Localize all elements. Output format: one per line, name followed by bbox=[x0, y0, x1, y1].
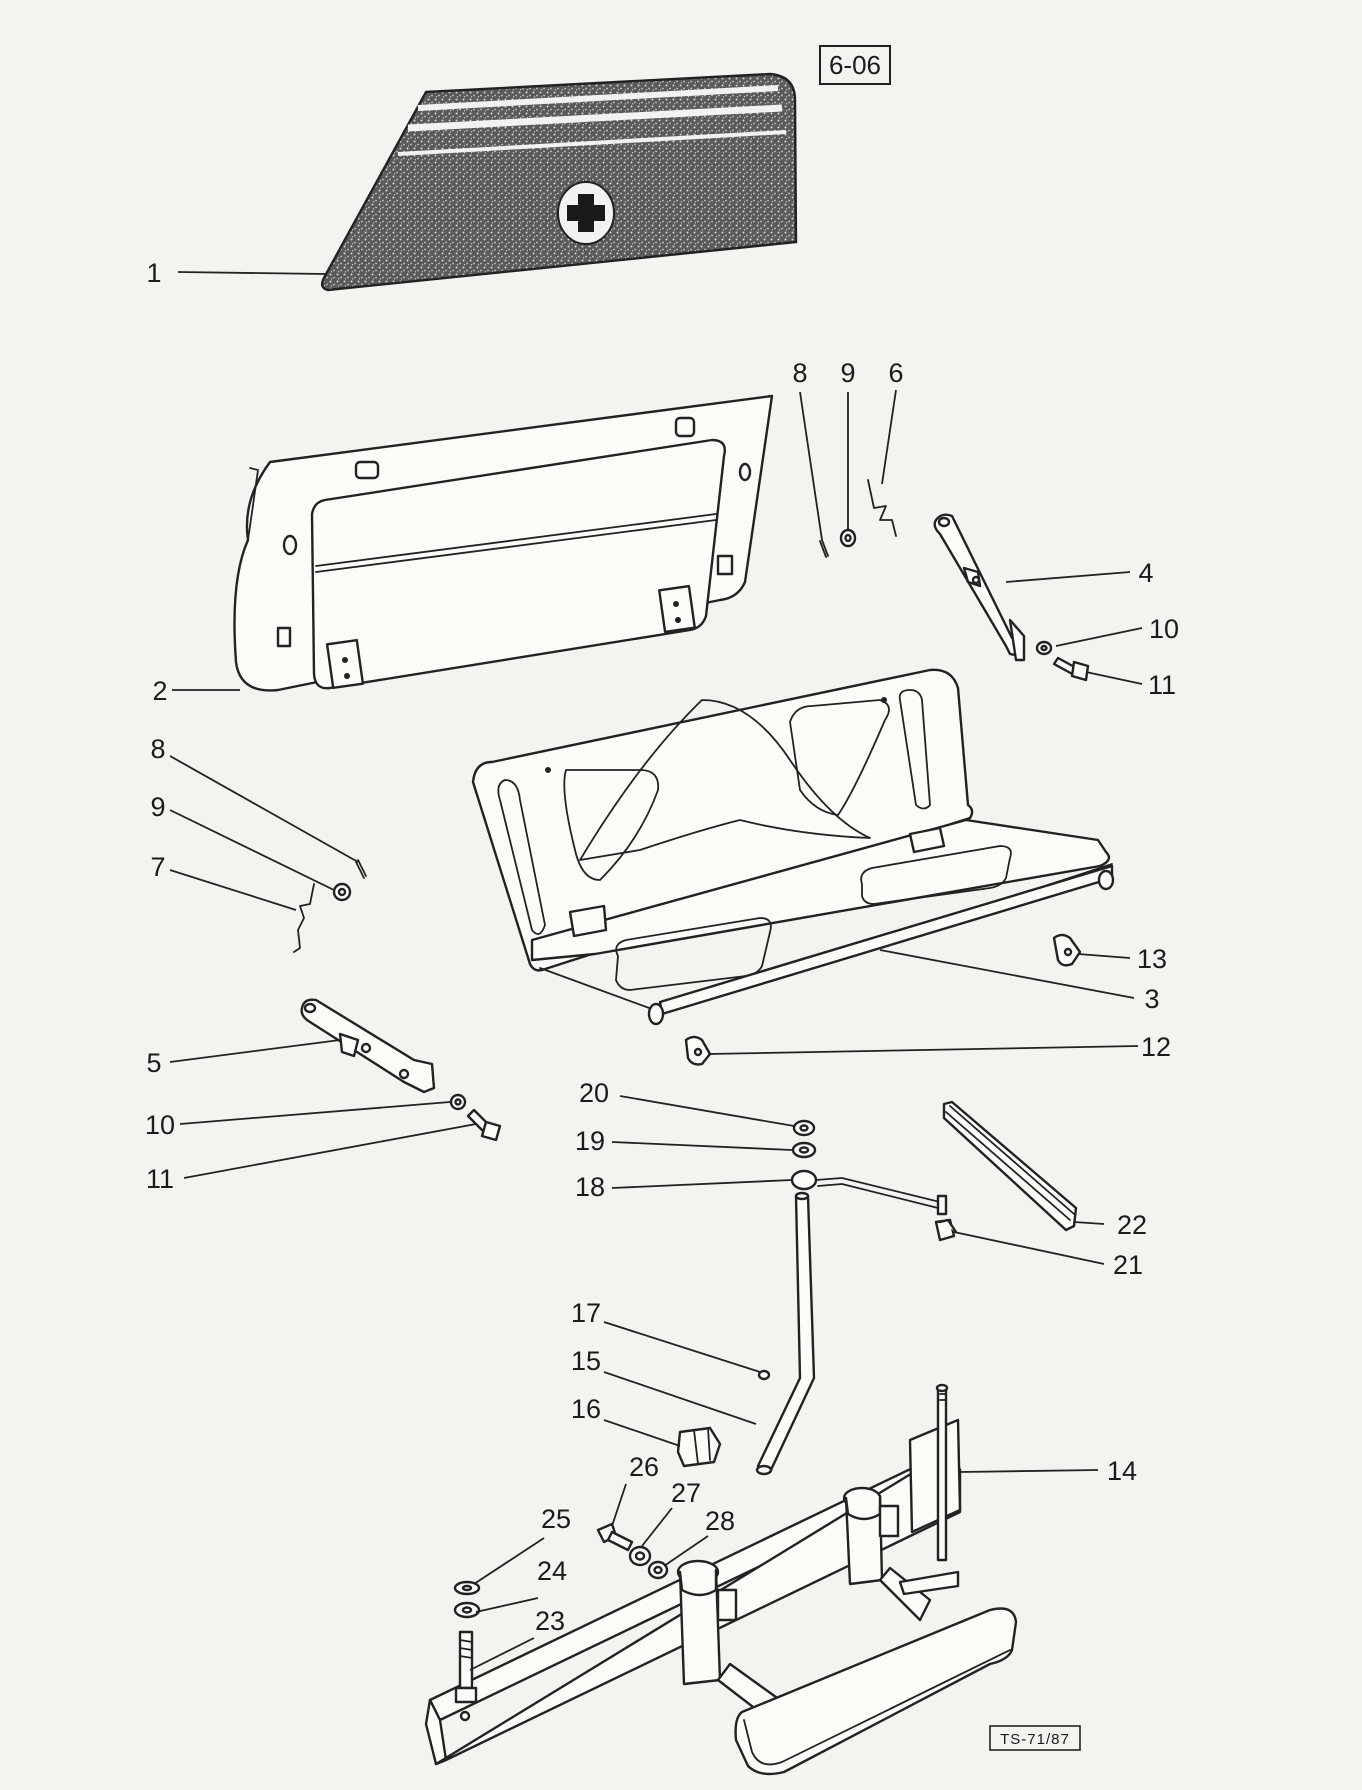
callout-28: 28 bbox=[705, 1506, 735, 1536]
part-5-hinge-bracket bbox=[300, 998, 436, 1094]
part-23-28-fasteners bbox=[453, 1522, 669, 1704]
part-21-22-strip bbox=[934, 1100, 1078, 1242]
callout-4: 4 bbox=[1138, 558, 1153, 588]
drawing-reference-box: TS-71/87 bbox=[989, 1725, 1081, 1751]
callout-24: 24 bbox=[537, 1556, 567, 1586]
callout-27: 27 bbox=[671, 1478, 701, 1508]
callout-1: 1 bbox=[146, 258, 161, 288]
part-4-hinge-bracket bbox=[933, 513, 1026, 662]
page-number-box: 6-06 bbox=[819, 45, 891, 85]
callout-17: 17 bbox=[571, 1298, 601, 1328]
callout-19: 19 bbox=[575, 1126, 605, 1156]
callout-9-top: 9 bbox=[840, 358, 855, 388]
callout-11-right: 11 bbox=[1148, 670, 1176, 700]
part-14-running-board bbox=[424, 1383, 1018, 1776]
callout-3: 3 bbox=[1144, 984, 1159, 1014]
callout-23: 23 bbox=[535, 1606, 565, 1636]
callout-5: 5 bbox=[146, 1048, 161, 1078]
part-2-door-frame bbox=[233, 394, 774, 692]
callout-22: 22 bbox=[1117, 1210, 1147, 1240]
callout-9-left: 9 bbox=[150, 792, 165, 822]
leader-lines bbox=[169, 271, 1143, 1671]
callout-2: 2 bbox=[152, 676, 167, 706]
callout-26: 26 bbox=[629, 1452, 659, 1482]
callout-8-top: 8 bbox=[792, 358, 807, 388]
part-1-trim-panel bbox=[320, 72, 798, 292]
cross-emblem-icon bbox=[557, 181, 615, 245]
callout-labels: 1 2 3 4 5 6 7 8 8 9 9 10 10 11 11 12 13 … bbox=[145, 258, 1179, 1636]
callout-25: 25 bbox=[541, 1504, 571, 1534]
part-18-19-20-link bbox=[790, 1119, 948, 1216]
hardware-small-parts bbox=[293, 479, 1090, 1142]
callout-14: 14 bbox=[1107, 1456, 1137, 1486]
callout-10-right: 10 bbox=[1149, 614, 1179, 644]
callout-13: 13 bbox=[1137, 944, 1167, 974]
page-number: 6-06 bbox=[829, 50, 881, 80]
callout-20: 20 bbox=[579, 1078, 609, 1108]
part-3-folding-seat bbox=[471, 668, 1115, 1026]
callout-16: 16 bbox=[571, 1394, 601, 1424]
callout-8-left: 8 bbox=[150, 734, 165, 764]
callout-7: 7 bbox=[150, 852, 165, 882]
callout-10-left: 10 bbox=[145, 1110, 175, 1140]
part-16-17-clamp bbox=[676, 1369, 771, 1468]
part-15-support-rod bbox=[755, 1191, 816, 1476]
drawing-reference: TS-71/87 bbox=[1000, 1731, 1070, 1748]
callout-12: 12 bbox=[1141, 1032, 1171, 1062]
callout-21: 21 bbox=[1113, 1250, 1143, 1280]
part-12-13-catches bbox=[684, 933, 1082, 1066]
callout-11-left: 11 bbox=[146, 1164, 174, 1194]
callout-18: 18 bbox=[575, 1172, 605, 1202]
callout-15: 15 bbox=[571, 1346, 601, 1376]
callout-6: 6 bbox=[888, 358, 903, 388]
